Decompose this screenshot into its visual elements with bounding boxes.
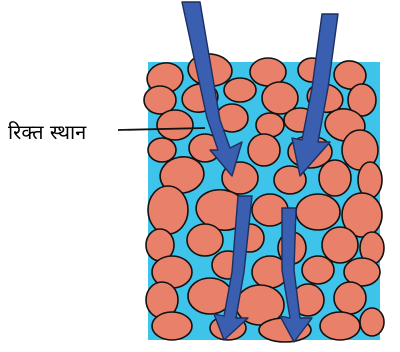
- soil-grain: [256, 113, 284, 137]
- soil-grain: [248, 134, 280, 166]
- soil-grain: [157, 110, 193, 140]
- soil-grain: [296, 194, 340, 230]
- soil-grain: [320, 312, 360, 340]
- soil-grain: [187, 224, 223, 256]
- soil-grain: [152, 312, 192, 340]
- soil-grain: [322, 227, 358, 263]
- soil-grain: [360, 308, 384, 336]
- soil-grain: [224, 78, 256, 102]
- soil-grain: [302, 256, 334, 284]
- soil-grain: [148, 138, 176, 162]
- soil-grain: [148, 186, 188, 234]
- soil-grain: [334, 282, 366, 314]
- soil-grain: [319, 160, 351, 196]
